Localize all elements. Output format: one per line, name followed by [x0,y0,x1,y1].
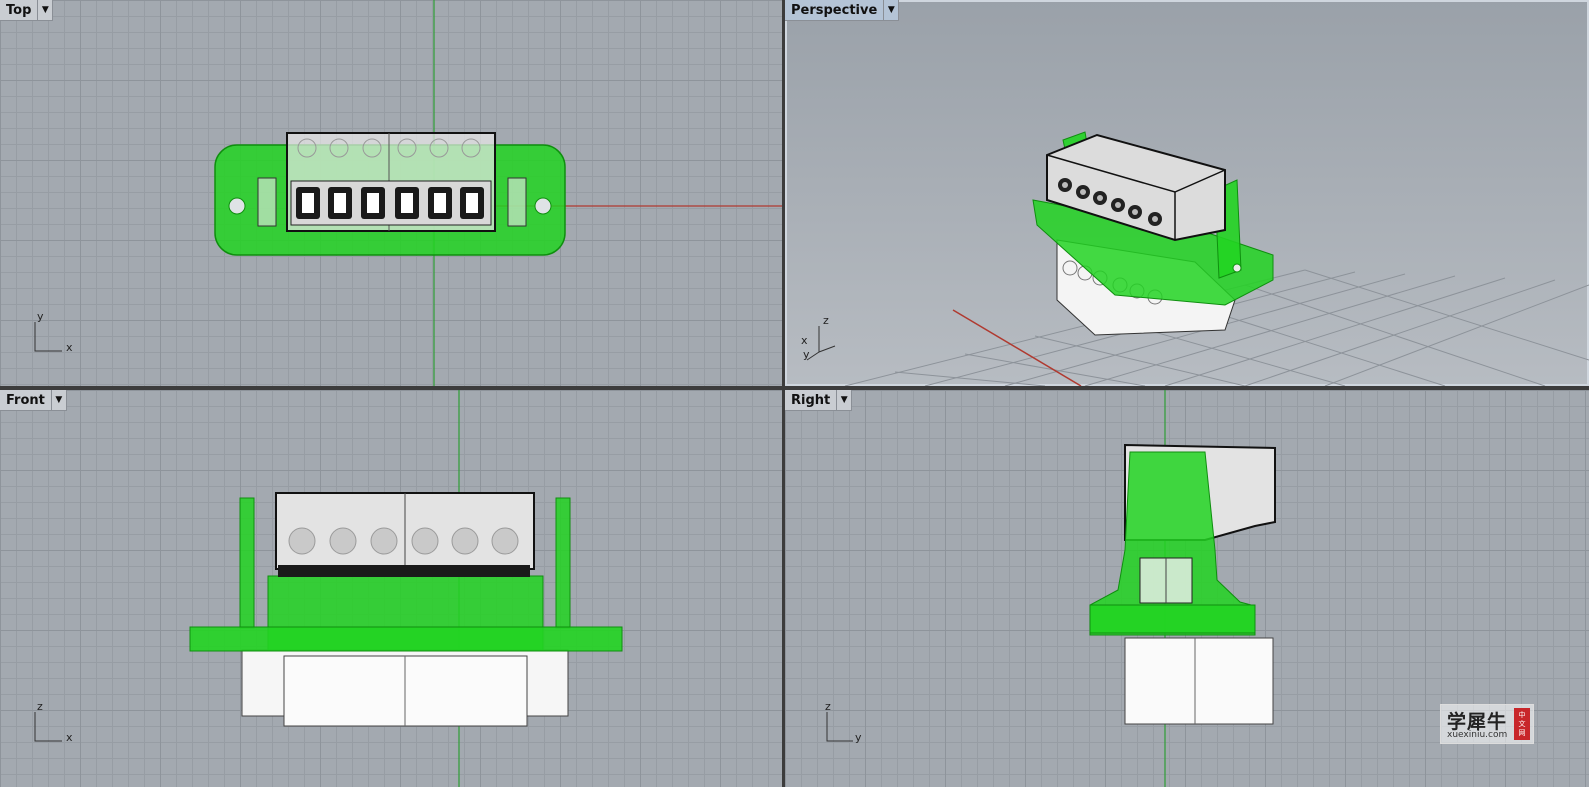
viewport-tab-perspective[interactable]: Perspective ▼ [785,0,900,21]
axis-label-h: x [66,731,73,744]
axis-label-h: x [66,341,73,354]
viewport-tab-right[interactable]: Right ▼ [785,390,853,411]
badge-char: 网 [1518,728,1526,737]
watermark-logo: 学犀牛 xuexiniu.com 中 文 网 [1440,704,1534,744]
viewport-tab-front[interactable]: Front ▼ [0,390,67,411]
viewport-tab-top[interactable]: Top ▼ [0,0,54,21]
viewport-title: Front [6,392,45,408]
chevron-down-icon[interactable]: ▼ [883,0,898,20]
axis-label-v: y [37,310,44,323]
axis-label-d: y [803,348,810,361]
viewport-title: Perspective [791,2,878,18]
axis-label-v: z [37,700,43,713]
perspective-view-model [806,131,1589,386]
badge-char: 文 [1518,719,1526,728]
viewport-title: Right [791,392,831,408]
axis-label-v: z [825,700,831,713]
axis-label-h: x [801,334,808,347]
watermark-chinese: 学犀牛 [1447,711,1508,733]
watermark-url: xuexiniu.com [1447,730,1508,740]
watermark-badge: 中 文 网 [1514,708,1530,740]
front-view-model [34,390,623,787]
axis-label-h: y [855,731,862,744]
viewport-top[interactable]: Top ▼ y x [0,0,782,386]
viewport-front[interactable]: Front ▼ z x [0,390,782,787]
viewport-perspective[interactable]: Perspective ▼ z x y [785,0,1589,386]
right-view-model [826,390,1276,787]
chevron-down-icon[interactable]: ▼ [836,390,851,410]
chevron-down-icon[interactable]: ▼ [50,390,66,410]
chevron-down-icon[interactable]: ▼ [37,0,52,20]
axis-label-v: z [823,314,829,327]
top-view-model [34,0,782,386]
badge-char: 中 [1518,710,1526,719]
viewport-title: Top [6,2,32,18]
